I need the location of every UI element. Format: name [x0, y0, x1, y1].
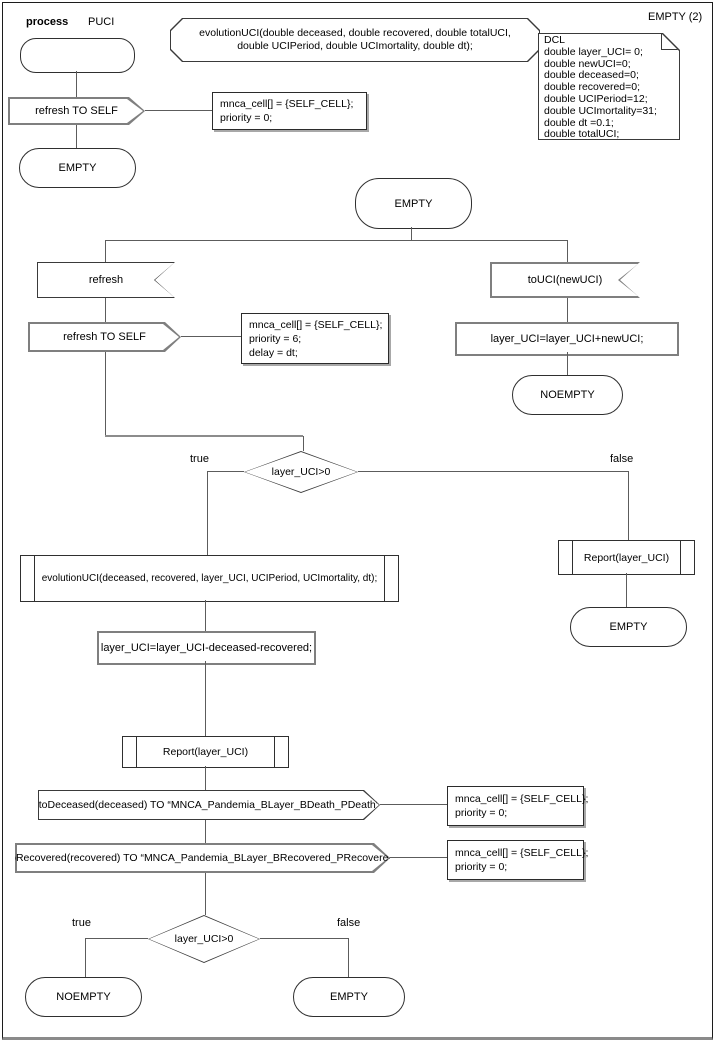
decision-label: layer_UCI>0	[174, 933, 234, 945]
connector	[205, 820, 206, 843]
state-noempty-bottom: NOEMPTY	[25, 977, 142, 1017]
shape-fill	[38, 263, 174, 297]
connector	[348, 938, 349, 977]
shape-fill	[10, 99, 143, 123]
state-empty-top: EMPTY	[19, 148, 136, 188]
shape-fill	[539, 34, 679, 139]
output-label: toRecovered(recovered) TO “MNCA_Pandemia…	[7, 852, 398, 864]
procedure-bar	[34, 556, 35, 601]
state-empty-bottom: EMPTY	[293, 977, 405, 1017]
connector	[76, 125, 77, 148]
output-torecovered: toRecovered(recovered) TO “MNCA_Pandemia…	[15, 843, 390, 873]
page-number-label: EMPTY (2)	[648, 11, 703, 23]
branch-connector	[105, 240, 568, 241]
comment-mnca-priority0-deceased: mnca_cell[] = {SELF_CELL}; priority = 0;	[447, 786, 588, 826]
branch-true-label-1: true	[190, 453, 209, 465]
connector	[207, 471, 244, 472]
procedure-declaration: evolutionUCI(double deceased, double rec…	[170, 18, 540, 62]
input-label: refresh	[88, 274, 124, 286]
connector	[105, 298, 106, 322]
input-refresh: refresh	[37, 262, 175, 298]
connector	[358, 471, 628, 472]
procedure-label: evolutionUCI(deceased, recovered, layer_…	[41, 573, 378, 584]
output-label: refresh TO SELF	[63, 331, 146, 343]
connector	[205, 873, 206, 915]
connector	[411, 227, 412, 240]
comment-connector	[181, 336, 241, 337]
shape-fill	[39, 791, 379, 819]
branch-true-label-2: true	[72, 917, 91, 929]
procedure-call-evolutionuci: evolutionUCI(deceased, recovered, layer_…	[20, 555, 399, 602]
comment-connector	[380, 804, 447, 805]
shape-fill	[171, 19, 539, 61]
connector	[207, 471, 208, 556]
connector	[205, 766, 206, 790]
process-keyword-label: process	[26, 16, 69, 28]
connector	[567, 352, 568, 375]
procedure-call-report-right: Report(layer_UCI)	[558, 540, 695, 575]
procedure-bar	[136, 737, 137, 767]
comment-connector	[145, 110, 212, 111]
task-subtract: layer_UCI=layer_UCI-deceased-recovered;	[97, 631, 316, 665]
comment-connector	[390, 857, 447, 858]
procedure-bar	[274, 737, 275, 767]
connector	[85, 938, 86, 977]
connector	[260, 938, 348, 939]
branch-false-label-1: false	[610, 453, 634, 465]
procedure-label: Report(layer_UCI)	[162, 746, 249, 758]
connector	[567, 298, 568, 322]
connector	[76, 71, 77, 97]
procedure-bar	[680, 541, 681, 574]
connector	[205, 600, 206, 631]
state-empty-main: EMPTY	[355, 178, 472, 229]
output-todeceased: toDeceased(deceased) TO “MNCA_Pandemia_B…	[38, 790, 380, 820]
connector	[85, 938, 148, 939]
input-label: toUCI(newUCI)	[527, 274, 603, 286]
output-refresh-to-self: refresh TO SELF	[28, 322, 181, 352]
start-symbol	[20, 38, 135, 73]
shape-fill	[30, 324, 179, 350]
output-label: toDeceased(deceased) TO “MNCA_Pandemia_B…	[38, 799, 380, 811]
procedure-declaration-text: evolutionUCI(double deceased, double rec…	[199, 27, 511, 52]
dcl-text: DCL double layer_UCI= 0; double newUCI=0…	[544, 34, 657, 141]
output-label: refresh TO SELF	[35, 105, 118, 117]
connector	[205, 661, 206, 736]
connector	[105, 435, 303, 437]
procedure-call-report-left: Report(layer_UCI)	[122, 736, 289, 768]
state-noempty-right: NOEMPTY	[512, 375, 623, 415]
comment-mnca-priority0-recovered: mnca_cell[] = {SELF_CELL}; priority = 0;	[447, 840, 588, 880]
connector	[105, 240, 106, 262]
connector	[626, 573, 627, 607]
task-add-newuci: layer_UCI=layer_UCI+newUCI;	[455, 322, 679, 356]
branch-false-label-2: false	[337, 917, 361, 929]
state-empty-right: EMPTY	[570, 607, 687, 647]
procedure-label: Report(layer_UCI)	[583, 551, 670, 564]
connector	[303, 436, 304, 451]
dcl-declaration-note: DCL double layer_UCI= 0; double newUCI=0…	[538, 33, 680, 140]
procedure-bar	[384, 556, 385, 601]
process-name-label: PUCI	[88, 16, 115, 28]
shape-fill	[17, 845, 388, 871]
procedure-bar	[572, 541, 573, 574]
decision-label: layer_UCI>0	[271, 466, 331, 478]
comment-mnca-priority0-top: mnca_cell[] = {SELF_CELL}; priority = 0;	[212, 92, 367, 130]
comment-mnca-priority6: mnca_cell[] = {SELF_CELL}; priority = 6;…	[241, 313, 389, 364]
connector	[628, 471, 629, 540]
connector	[105, 352, 106, 436]
output-refresh-to-self-top: refresh TO SELF	[8, 97, 145, 125]
connector	[567, 240, 568, 262]
shape-fill	[492, 264, 638, 296]
input-touci: toUCI(newUCI)	[490, 262, 640, 298]
